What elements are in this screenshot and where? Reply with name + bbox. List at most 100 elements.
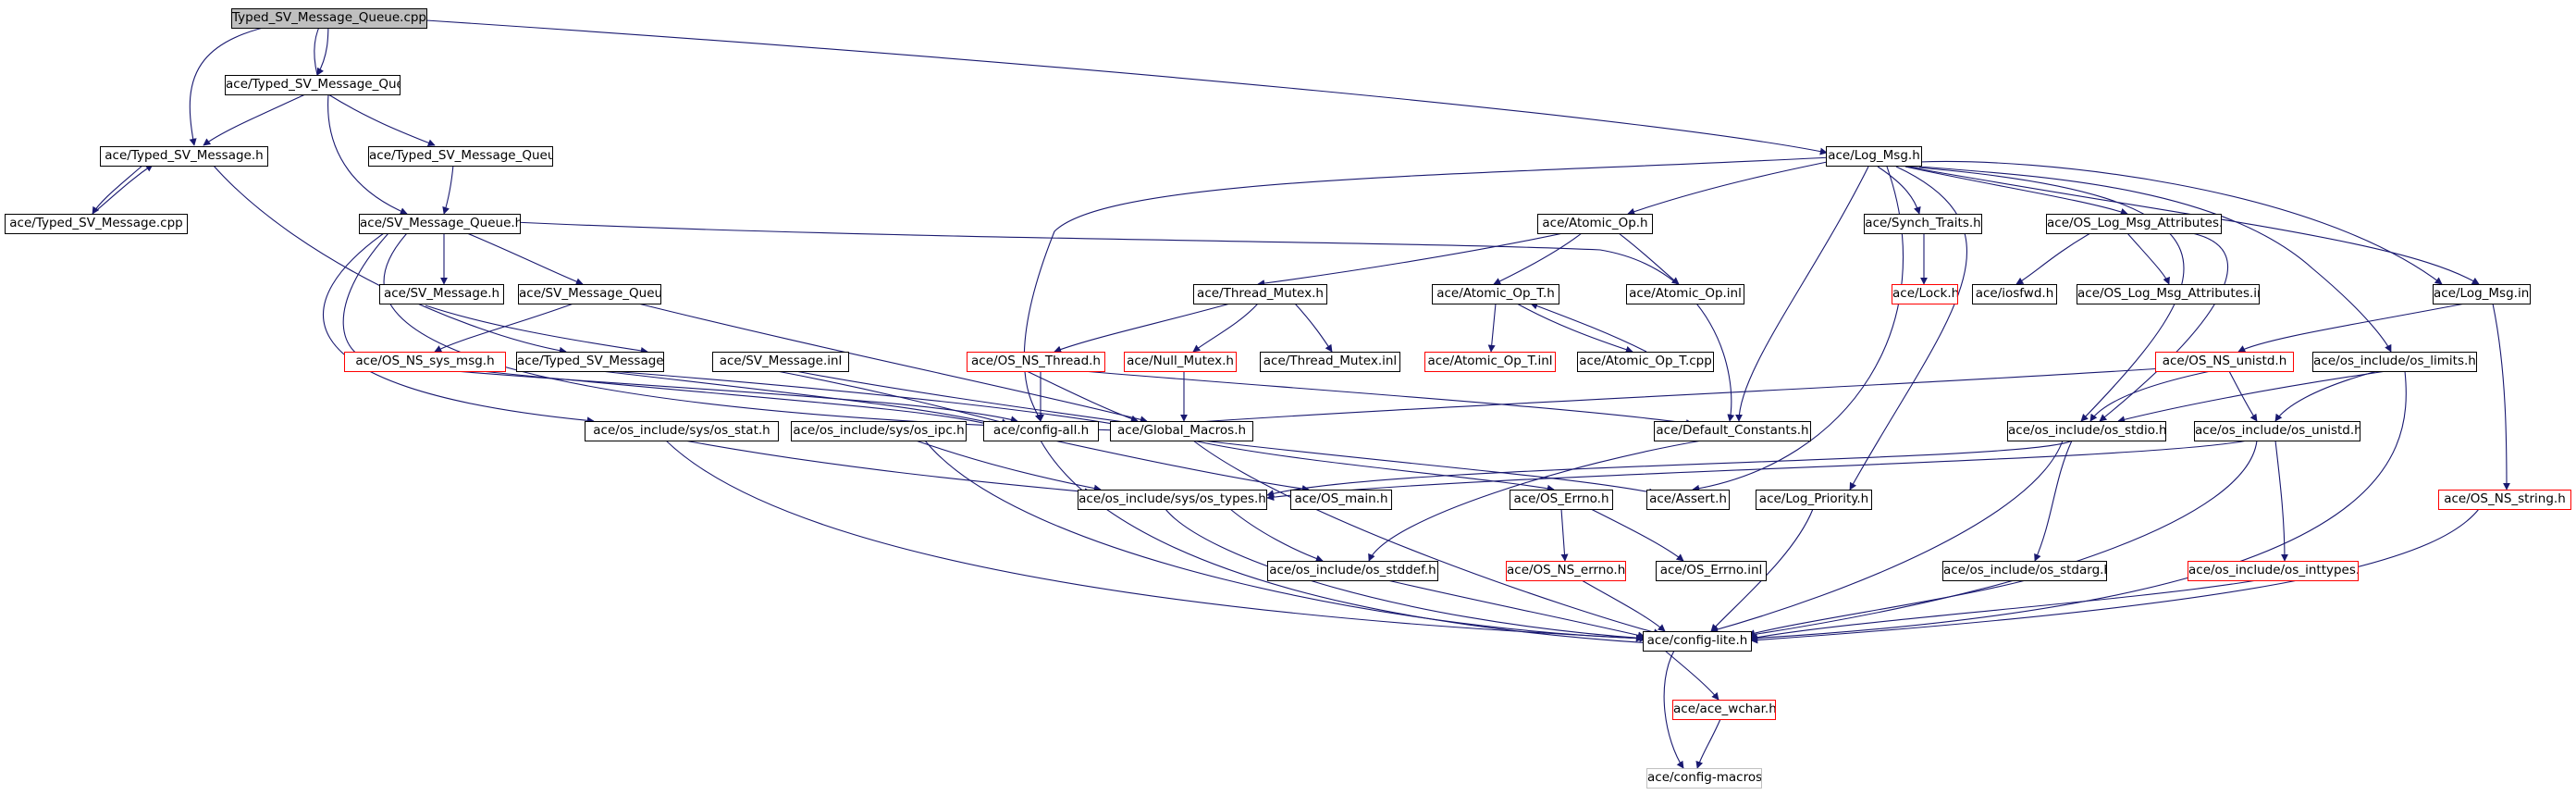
dependency-edge bbox=[2274, 370, 2378, 422]
node-typed-sv-message-queue-inl[interactable]: ace/Typed_SV_Message_Queue.inl bbox=[368, 146, 553, 167]
node-typed-sv-message-cpp[interactable]: ace/Typed_SV_Message.cpp bbox=[5, 214, 188, 234]
dependency-edge bbox=[1487, 303, 1497, 353]
node-global-macros-h[interactable]: ace/Global_Macros.h bbox=[1110, 421, 1253, 441]
node-default-constants-h[interactable]: ace/Default_Constants.h bbox=[1654, 421, 1811, 441]
node-os-stdio-h[interactable]: ace/os_include/os_stdio.h bbox=[2007, 421, 2166, 441]
node-os-errno-h[interactable]: ace/OS_Errno.h bbox=[1510, 490, 1613, 510]
dependency-edge bbox=[2034, 440, 2073, 562]
dependency-edge bbox=[1368, 440, 1703, 562]
node-config-macros-h[interactable]: ace/config-macros.h bbox=[1646, 768, 1762, 789]
node-os-ns-string-h[interactable]: ace/OS_NS_string.h bbox=[2438, 490, 2571, 510]
node-os-stddef-h[interactable]: ace/os_include/os_stddef.h bbox=[1267, 561, 1438, 581]
node-os-types-h[interactable]: ace/os_include/sys/os_types.h bbox=[1078, 490, 1267, 510]
dependency-edge bbox=[1747, 579, 2027, 638]
node-sv-message-h[interactable]: ace/SV_Message.h bbox=[379, 284, 504, 304]
dependency-edge bbox=[1054, 440, 1310, 492]
node-os-stat-h[interactable]: ace/os_include/sys/os_stat.h bbox=[585, 421, 779, 441]
node-typed-sv-message-queue-cpp: Typed_SV_Message_Queue.cpp bbox=[231, 8, 427, 29]
dependency-edge bbox=[1849, 166, 1967, 491]
node-typed-sv-message-inl[interactable]: ace/Typed_SV_Message.inl bbox=[516, 352, 664, 372]
node-os-unistd-h[interactable]: ace/os_include/os_unistd.h bbox=[2194, 421, 2360, 441]
dependency-edge bbox=[203, 93, 306, 146]
dependency-edge bbox=[795, 370, 1139, 427]
dependency-edge bbox=[924, 440, 1647, 642]
node-log-msg-inl[interactable]: ace/Log_Msg.inl bbox=[2433, 284, 2531, 304]
node-os-ns-thread-h[interactable]: ace/OS_NS_Thread.h bbox=[967, 352, 1105, 372]
dependency-edge bbox=[1026, 370, 1139, 423]
dependency-edge bbox=[684, 440, 1092, 496]
node-sv-message-queue-inl[interactable]: ace/SV_Message_Queue.inl bbox=[518, 284, 661, 304]
dependency-edge bbox=[776, 370, 1009, 427]
node-os-ns-sys-msg-h[interactable]: ace/OS_NS_sys_msg.h bbox=[344, 352, 506, 372]
dependency-edge bbox=[1023, 155, 1851, 422]
dependency-edge bbox=[1904, 166, 2480, 285]
dependency-edge bbox=[1663, 650, 1684, 769]
node-sv-message-inl[interactable]: ace/SV_Message.inl bbox=[712, 352, 849, 372]
dependency-edge bbox=[1664, 650, 1719, 701]
dependency-edge bbox=[1165, 508, 1647, 642]
node-log-priority-h[interactable]: ace/Log_Priority.h bbox=[1756, 490, 1872, 510]
node-config-all-h[interactable]: ace/config-all.h bbox=[983, 421, 1099, 441]
dependency-edge bbox=[1627, 156, 1851, 216]
dependency-edge bbox=[1918, 166, 2392, 353]
node-assert-h[interactable]: ace/Assert.h bbox=[1646, 490, 1730, 510]
node-os-ns-errno-h[interactable]: ace/OS_NS_errno.h bbox=[1506, 561, 1626, 581]
dependency-edge bbox=[1904, 166, 2128, 216]
node-os-main-h[interactable]: ace/OS_main.h bbox=[1290, 490, 1392, 510]
dependency-edge bbox=[1750, 508, 2480, 644]
dependency-edge bbox=[1266, 440, 2073, 498]
dependency-edge bbox=[1387, 579, 1645, 640]
node-config-lite-h[interactable]: ace/config-lite.h bbox=[1643, 631, 1752, 652]
dependency-edge bbox=[1750, 579, 2258, 641]
dependency-edge bbox=[1493, 232, 1583, 285]
dependency-edge bbox=[1560, 508, 1569, 562]
dependency-edge bbox=[442, 164, 454, 215]
dependency-edge bbox=[1710, 440, 2064, 633]
node-atomic-op-h[interactable]: ace/Atomic_Op.h bbox=[1537, 214, 1653, 234]
node-atomic-op-inl[interactable]: ace/Atomic_Op.inl bbox=[1626, 284, 1744, 304]
dependency-edge bbox=[1192, 303, 1259, 353]
node-os-stdarg-h[interactable]: ace/os_include/os_stdarg.h bbox=[1942, 561, 2107, 581]
node-typed-sv-message-h[interactable]: ace/Typed_SV_Message.h bbox=[100, 146, 268, 167]
node-atomic-op-t-h[interactable]: ace/Atomic_Op_T.h bbox=[1432, 284, 1559, 304]
dependency-edge bbox=[1229, 508, 1324, 563]
node-os-limits-h[interactable]: ace/os_include/os_limits.h bbox=[2312, 352, 2477, 372]
dependency-edge bbox=[2015, 232, 2091, 285]
dependency-edge bbox=[610, 370, 1125, 429]
dependency-edge bbox=[1877, 166, 1921, 215]
node-os-log-msg-attributes-h[interactable]: ace/OS_Log_Msg_Attributes.h bbox=[2046, 214, 2222, 234]
dependency-edge bbox=[1618, 232, 1680, 285]
dependency-edge bbox=[1738, 440, 2258, 640]
dependency-edge bbox=[1590, 508, 1684, 562]
node-log-msg-h[interactable]: ace/Log_Msg.h bbox=[1826, 146, 1922, 167]
dependency-edge bbox=[92, 164, 144, 215]
node-atomic-op-t-cpp[interactable]: ace/Atomic_Op_T.cpp bbox=[1577, 352, 1714, 372]
dependency-edge bbox=[1192, 440, 1661, 637]
dependency-edge bbox=[2274, 440, 2288, 562]
dependency-edge bbox=[512, 221, 1735, 422]
node-iosfwd-h[interactable]: ace/iosfwd.h bbox=[1972, 284, 2057, 304]
node-thread-mutex-h[interactable]: ace/Thread_Mutex.h bbox=[1193, 284, 1327, 304]
node-os-errno-inl[interactable]: ace/OS_Errno.inl bbox=[1656, 561, 1767, 581]
node-typed-sv-message-queue-h[interactable]: ace/Typed_SV_Message_Queue.h bbox=[225, 75, 401, 95]
node-lock-h[interactable]: ace/Lock.h bbox=[1892, 284, 1958, 304]
dependency-edge bbox=[1266, 440, 2249, 502]
dependency-edge bbox=[2237, 303, 2466, 353]
node-sv-message-queue-h[interactable]: ace/SV_Message_Queue.h bbox=[359, 214, 521, 234]
dependency-edge bbox=[915, 440, 1102, 492]
node-os-ipc-h[interactable]: ace/os_include/sys/os_ipc.h bbox=[791, 421, 967, 441]
node-os-ns-unistd-h[interactable]: ace/OS_NS_unistd.h bbox=[2155, 352, 2294, 372]
node-atomic-op-t-inl[interactable]: ace/Atomic_Op_T.inl bbox=[1424, 352, 1556, 372]
dependency-edge bbox=[2228, 370, 2258, 422]
dependency-edge bbox=[383, 232, 1120, 434]
node-os-inttypes-h[interactable]: ace/os_include/os_inttypes.h bbox=[2188, 561, 2359, 581]
node-ace-wchar-h[interactable]: ace/ace_wchar.h bbox=[1672, 700, 1776, 720]
dependency-edge bbox=[1054, 303, 1231, 354]
dependency-edge bbox=[323, 232, 595, 425]
node-os-log-msg-attributes-inl[interactable]: ace/OS_Log_Msg_Attributes.inl bbox=[2077, 284, 2260, 304]
node-null-mutex-h[interactable]: ace/Null_Mutex.h bbox=[1124, 352, 1237, 372]
node-synch-traits-h[interactable]: ace/Synch_Traits.h bbox=[1864, 214, 1982, 234]
dependency-edge bbox=[425, 304, 648, 354]
node-thread-mutex-inl[interactable]: ace/Thread_Mutex.inl bbox=[1260, 352, 1400, 372]
